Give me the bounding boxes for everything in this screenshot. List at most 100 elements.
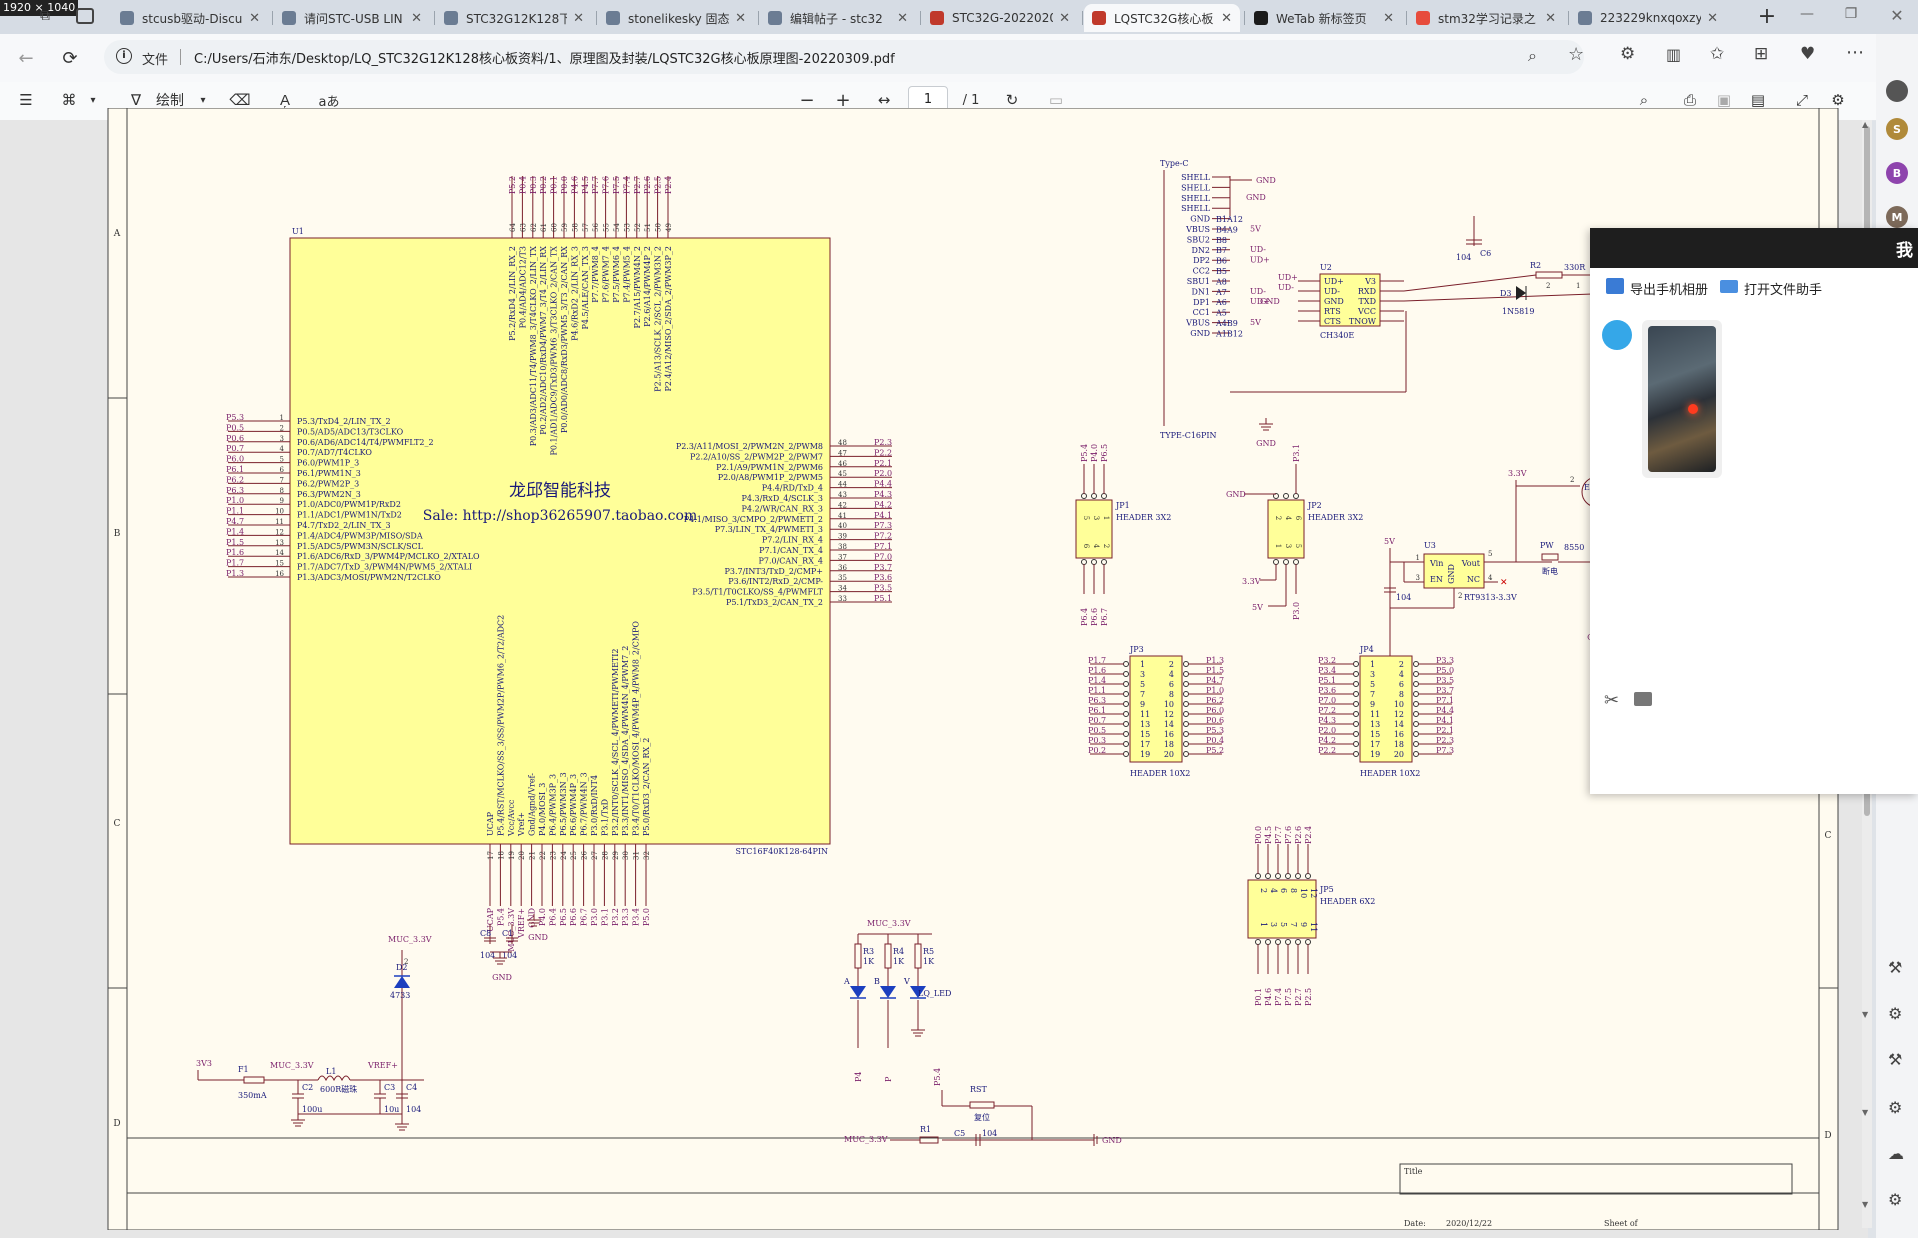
tab-close-icon[interactable]: ✕ xyxy=(1383,10,1394,26)
page-view-icon[interactable]: ▭ xyxy=(1048,91,1064,109)
sidebar-app-icon[interactable]: M xyxy=(1886,206,1908,228)
chat-photo-thumbnail[interactable] xyxy=(1642,320,1722,478)
maximize-button[interactable]: ❐ xyxy=(1844,6,1858,22)
header-pin-number: 4 xyxy=(1399,670,1404,679)
extensions-icon[interactable]: ⚙ xyxy=(1620,44,1636,64)
zoom-out-button[interactable]: − xyxy=(799,89,815,111)
fit-width-icon[interactable]: ↔ xyxy=(877,91,891,109)
pin-number: 59 xyxy=(561,223,569,232)
tab-actions-icon[interactable] xyxy=(76,8,94,24)
tab-item[interactable]: stonelikesky 固态✕ xyxy=(598,4,754,32)
print-icon[interactable]: ⎙ xyxy=(1683,91,1696,109)
jp1-net-bottom: P6.6 xyxy=(1090,608,1099,626)
zoom-in-button[interactable]: + xyxy=(835,89,851,111)
workspaces-icon[interactable]: ⧉ xyxy=(40,8,50,24)
tab-close-icon[interactable]: ✕ xyxy=(1059,10,1070,26)
settings-more-icon[interactable]: ⋯ xyxy=(1846,42,1864,63)
translate-icon[interactable]: aあ xyxy=(318,94,340,110)
tab-close-icon[interactable]: ✕ xyxy=(411,10,422,26)
favorite-star-icon[interactable]: ☆ xyxy=(1568,44,1585,65)
tab-close-icon[interactable]: ✕ xyxy=(249,10,260,26)
save-as-icon[interactable]: ▤ xyxy=(1750,91,1766,109)
tab-item[interactable]: STC32G-2022020✕ xyxy=(922,4,1078,32)
draw-icon[interactable]: ∇ xyxy=(130,91,142,109)
tab-close-icon[interactable]: ✕ xyxy=(1707,10,1718,26)
tab-item[interactable]: stm32学习记录之✕ xyxy=(1408,4,1564,32)
back-button[interactable]: ← xyxy=(18,47,34,69)
scroll-down-arrow[interactable]: ▼ xyxy=(1862,1200,1869,1209)
header-net: P3.3 xyxy=(1436,656,1454,665)
sidebar-app-icon[interactable]: B xyxy=(1886,162,1908,184)
tab-item[interactable]: 请问STC-USB LIN✕ xyxy=(274,4,430,32)
tab-close-icon[interactable]: ✕ xyxy=(1221,10,1232,26)
tab-item[interactable]: LQSTC32G核心板✕ xyxy=(1084,4,1240,32)
jp2-pin-label: 4 xyxy=(1284,516,1292,521)
tab-item[interactable]: 编辑帖子 - stc32✕ xyxy=(760,4,916,32)
sidebar-tool-icon[interactable]: ⚒ xyxy=(1888,1050,1903,1069)
tab-item[interactable]: WeTab 新标签页✕ xyxy=(1246,4,1402,32)
save-icon[interactable]: ▣ xyxy=(1716,91,1732,109)
pin-function: P4.6/RxD2_2/LIN_RX_3 xyxy=(570,246,579,341)
jp4-ref: JP4 xyxy=(1359,645,1374,654)
header-pin-number: 11 xyxy=(1370,710,1380,719)
eraser-icon[interactable]: ⌫ xyxy=(229,91,251,109)
highlight-dropdown-icon[interactable]: ▾ xyxy=(90,94,96,106)
folder-send-icon[interactable] xyxy=(1634,692,1652,706)
favorites-icon[interactable]: ✩ xyxy=(1710,44,1725,64)
zoom-icon[interactable]: ⌕ xyxy=(1528,46,1537,65)
tab-item[interactable]: stcusb驱动-Discu✕ xyxy=(112,4,268,32)
pdf-settings-icon[interactable]: ⚙ xyxy=(1831,91,1845,109)
pin-net-label: P2.7 xyxy=(633,176,642,194)
scroll-down-arrow[interactable]: ▼ xyxy=(1862,1010,1869,1019)
sidebar-app-icon[interactable]: S xyxy=(1886,118,1908,140)
tab-item[interactable]: 223229knxqoxzy✕ xyxy=(1570,4,1726,32)
header-pin-number: 11 xyxy=(1140,710,1150,719)
highlight-icon[interactable]: ⌘ xyxy=(61,91,77,109)
tab-close-icon[interactable]: ✕ xyxy=(1545,10,1556,26)
u3-pin: Vout xyxy=(1461,559,1481,568)
browser-essentials-icon[interactable]: ♥ xyxy=(1800,44,1816,64)
tab-close-icon[interactable]: ✕ xyxy=(735,10,746,26)
fullscreen-icon[interactable]: ⤢ xyxy=(1795,91,1808,109)
address-field[interactable] xyxy=(104,40,1584,74)
usbc-pin-name: SHELL xyxy=(1181,183,1211,192)
sidebar-settings-icon[interactable]: ⚙ xyxy=(1888,1004,1903,1023)
rotate-icon[interactable]: ↻ xyxy=(1005,91,1019,109)
refresh-button[interactable]: ⟳ xyxy=(62,47,78,69)
pin-number: 43 xyxy=(838,491,847,499)
site-info-icon[interactable]: i xyxy=(116,48,132,64)
close-window-button[interactable]: ✕ xyxy=(1890,6,1904,25)
schematic-page: AABBCCDDU1STC16F40K128-64PIN龙邱智能科技Sale: … xyxy=(107,108,1839,1230)
phone-album-icon[interactable] xyxy=(1606,278,1624,294)
tab-close-icon[interactable]: ✕ xyxy=(897,10,908,26)
draw-label[interactable]: 绘制 xyxy=(156,93,184,109)
header-net: P1.6 xyxy=(1088,666,1106,675)
sidebar-settings-icon[interactable]: ⚙ xyxy=(1888,1098,1903,1117)
pin-net-label: P4.2 xyxy=(874,500,892,509)
read-aloud-icon[interactable]: A᷊ xyxy=(279,91,290,109)
copilot-icon[interactable] xyxy=(1886,80,1908,102)
open-file-helper-button[interactable]: 打开文件助手 xyxy=(1744,283,1823,298)
new-tab-button[interactable]: + xyxy=(1757,4,1777,29)
sidebar-cloud-icon[interactable]: ☁ xyxy=(1888,1144,1904,1163)
pin-net-label: P4.7 xyxy=(226,517,244,526)
folder-icon[interactable] xyxy=(1720,280,1738,293)
collections-icon[interactable]: ⊞ xyxy=(1754,44,1769,64)
scroll-up-arrow[interactable]: ▲ xyxy=(1862,120,1869,129)
sidebar-settings-icon[interactable]: ⚙ xyxy=(1888,1190,1903,1209)
search-icon[interactable]: ⌕ xyxy=(1639,91,1649,109)
header-pin-number: 14 xyxy=(1164,720,1174,729)
tab-close-icon[interactable]: ✕ xyxy=(573,10,584,26)
scissors-icon[interactable]: ✂ xyxy=(1604,690,1620,711)
contents-icon[interactable]: ☰ xyxy=(19,91,33,109)
tab-item[interactable]: STC32G12K128下✕ xyxy=(436,4,592,32)
split-screen-icon[interactable]: ▥ xyxy=(1666,45,1682,64)
pin-number: 41 xyxy=(838,512,847,520)
minimize-button[interactable]: — xyxy=(1800,6,1814,22)
scroll-down-arrow[interactable]: ▼ xyxy=(1862,1108,1869,1117)
gnd-label: GND xyxy=(1260,297,1280,306)
export-phone-album-button[interactable]: 导出手机相册 xyxy=(1630,283,1709,298)
url-text[interactable]: C:/Users/石沛东/Desktop/LQ_STC32G12K128核心板资… xyxy=(194,52,895,67)
sidebar-tool-icon[interactable]: ⚒ xyxy=(1888,958,1903,977)
draw-dropdown-icon[interactable]: ▾ xyxy=(200,94,206,106)
